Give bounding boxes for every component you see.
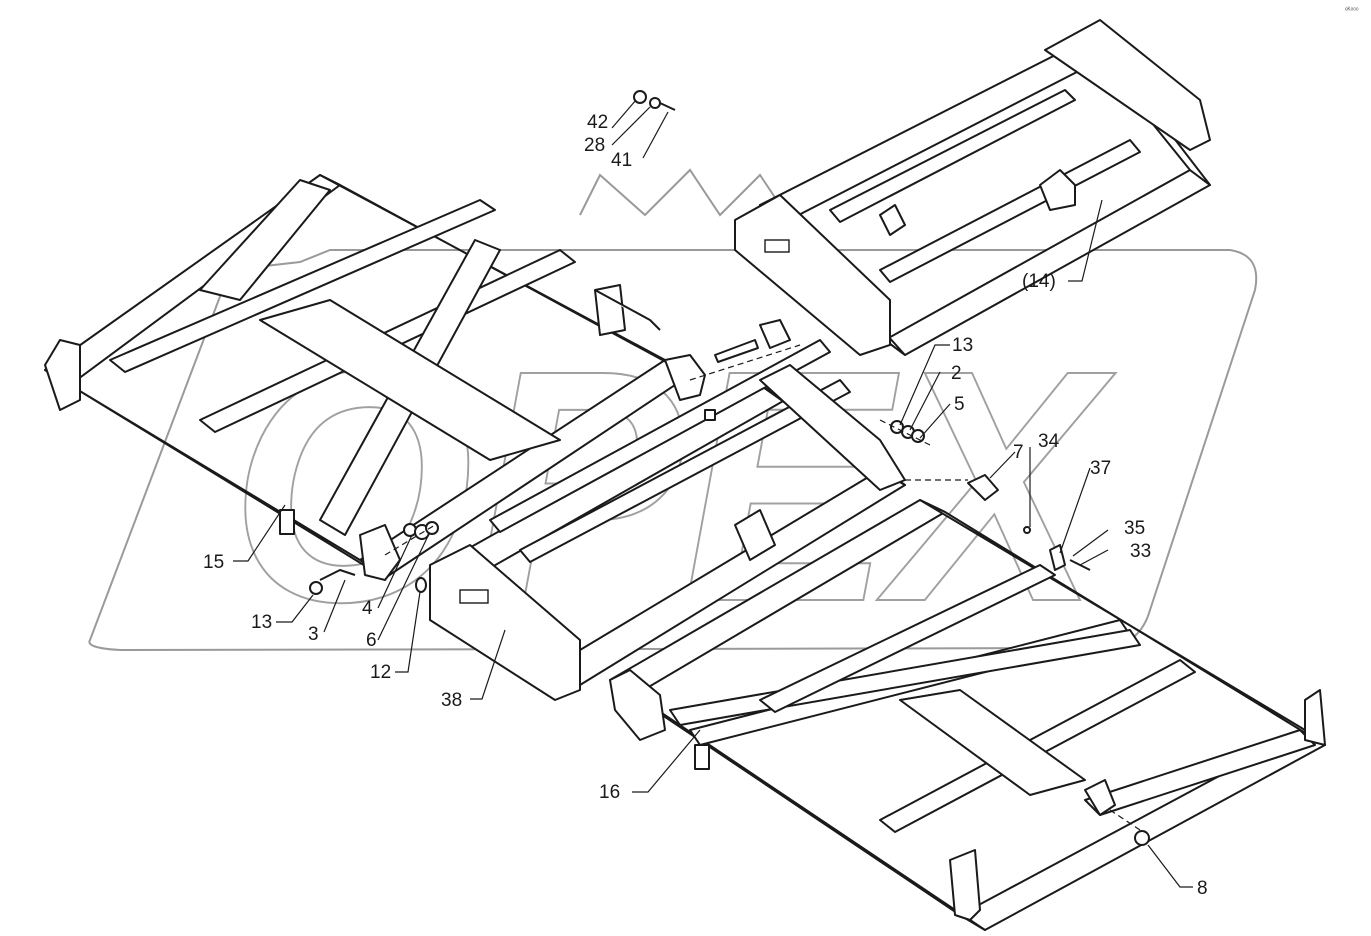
callout-35: 35 xyxy=(1124,518,1145,539)
callout-42: 42 xyxy=(587,112,608,133)
callout-28: 28 xyxy=(584,135,605,156)
callout-13-top: 13 xyxy=(952,335,973,356)
callout-5: 5 xyxy=(954,394,965,415)
callout-4: 4 xyxy=(362,598,373,619)
callout-38: 38 xyxy=(441,690,462,711)
callout-34: 34 xyxy=(1038,431,1060,452)
callout-3: 3 xyxy=(308,624,319,645)
callout-33: 33 xyxy=(1130,541,1151,562)
frame-part-38 xyxy=(429,339,906,701)
frame-part-15 xyxy=(44,174,706,581)
callout-16: 16 xyxy=(599,782,620,803)
assembly-lines xyxy=(384,344,1141,831)
callout-8: 8 xyxy=(1197,878,1208,899)
callout-37: 37 xyxy=(1090,458,1111,479)
callout-12: 12 xyxy=(370,662,391,683)
callout-6: 6 xyxy=(366,630,377,651)
callout-14: (14) xyxy=(1022,271,1056,292)
frame-part-14 xyxy=(734,19,1211,356)
callout-7: 7 xyxy=(1013,442,1024,463)
frame-part-16 xyxy=(609,499,1326,931)
corner-mark: ᵉᴷᵒᵒᵒ xyxy=(1345,7,1359,14)
hardware-parts xyxy=(309,90,1150,846)
callout-2: 2 xyxy=(951,363,962,384)
callout-13-left: 13 xyxy=(251,612,272,633)
leader-lines xyxy=(233,99,1193,888)
callout-labels: 42 28 41 (14) 13 2 5 7 34 37 35 33 15 13… xyxy=(203,112,1208,899)
callout-41: 41 xyxy=(611,150,632,171)
callout-15: 15 xyxy=(203,552,224,573)
